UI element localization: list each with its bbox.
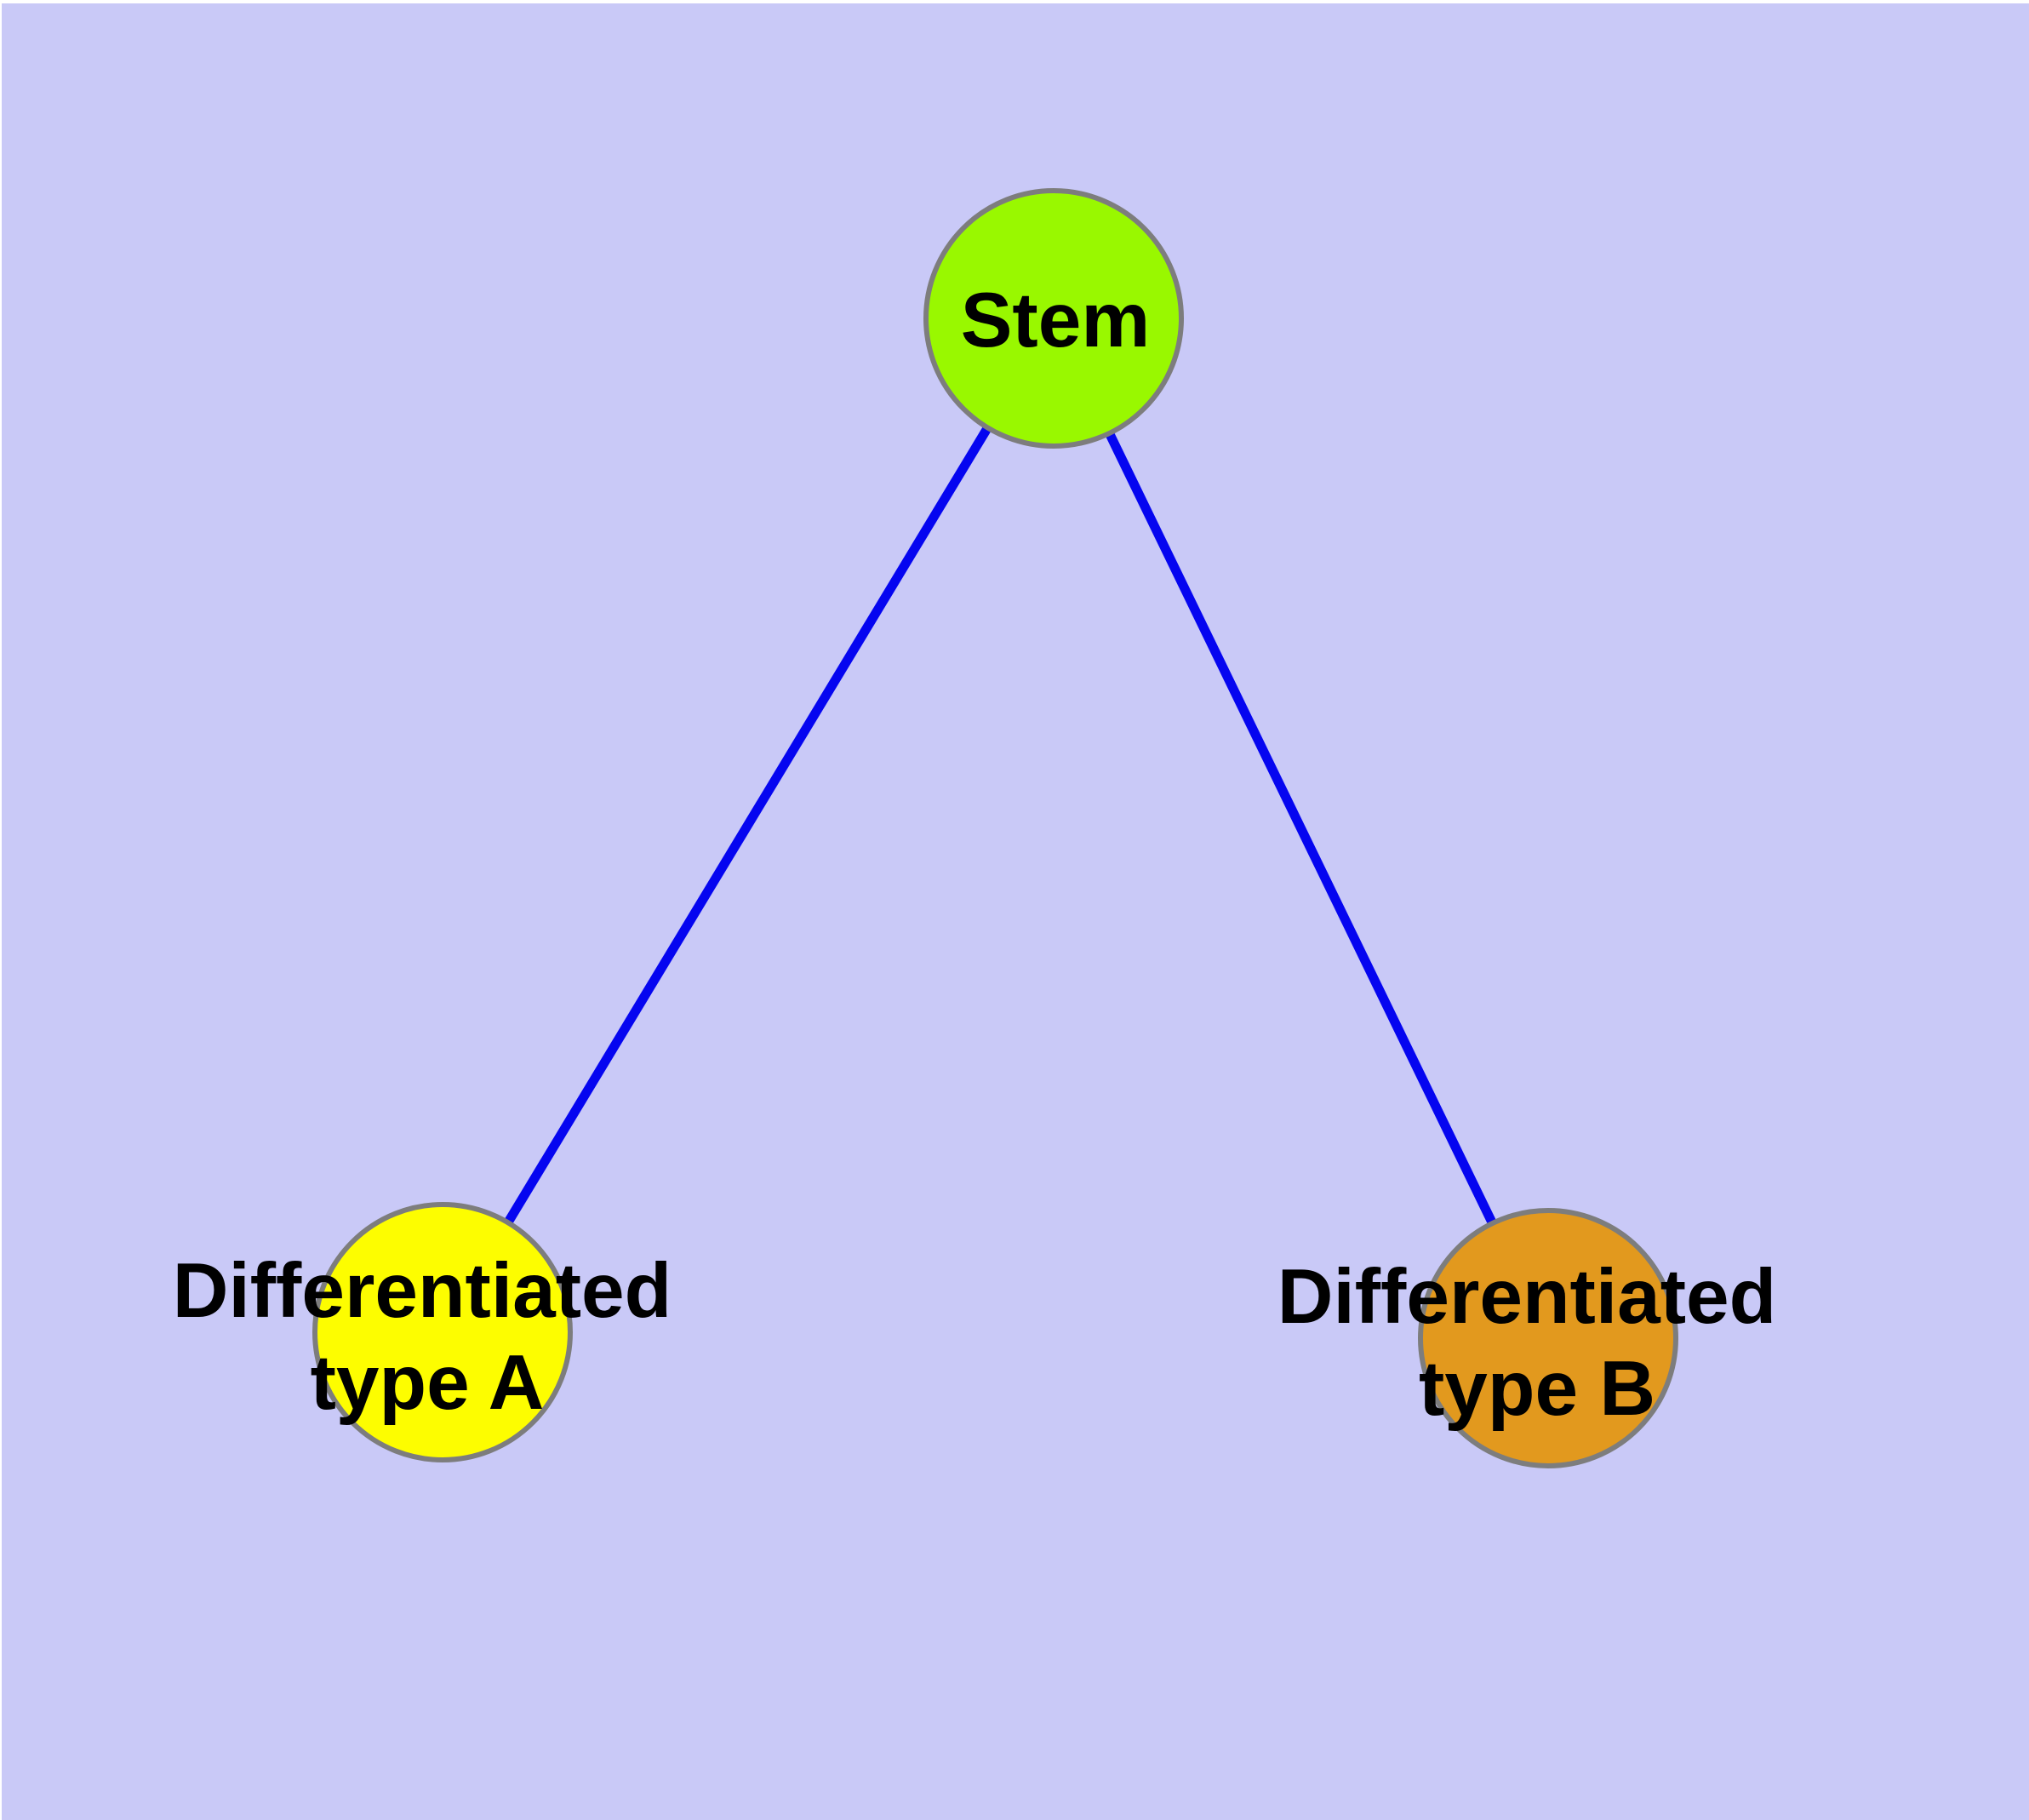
edge-stem-to-type-b [1049,316,1552,1341]
type-b-label-line1: Differentiated [1277,1254,1777,1340]
type-a-label-line1: Differentiated [173,1248,672,1334]
type-b-node [1418,1208,1678,1468]
type-a-node [312,1202,573,1462]
type-b-label-line2: type B [1419,1346,1655,1432]
stem-node-label: Stem [961,278,1151,363]
edge-stem-to-type-a [437,316,1058,1335]
type-a-label-line2: type A [311,1340,545,1426]
stem-node [923,188,1184,449]
